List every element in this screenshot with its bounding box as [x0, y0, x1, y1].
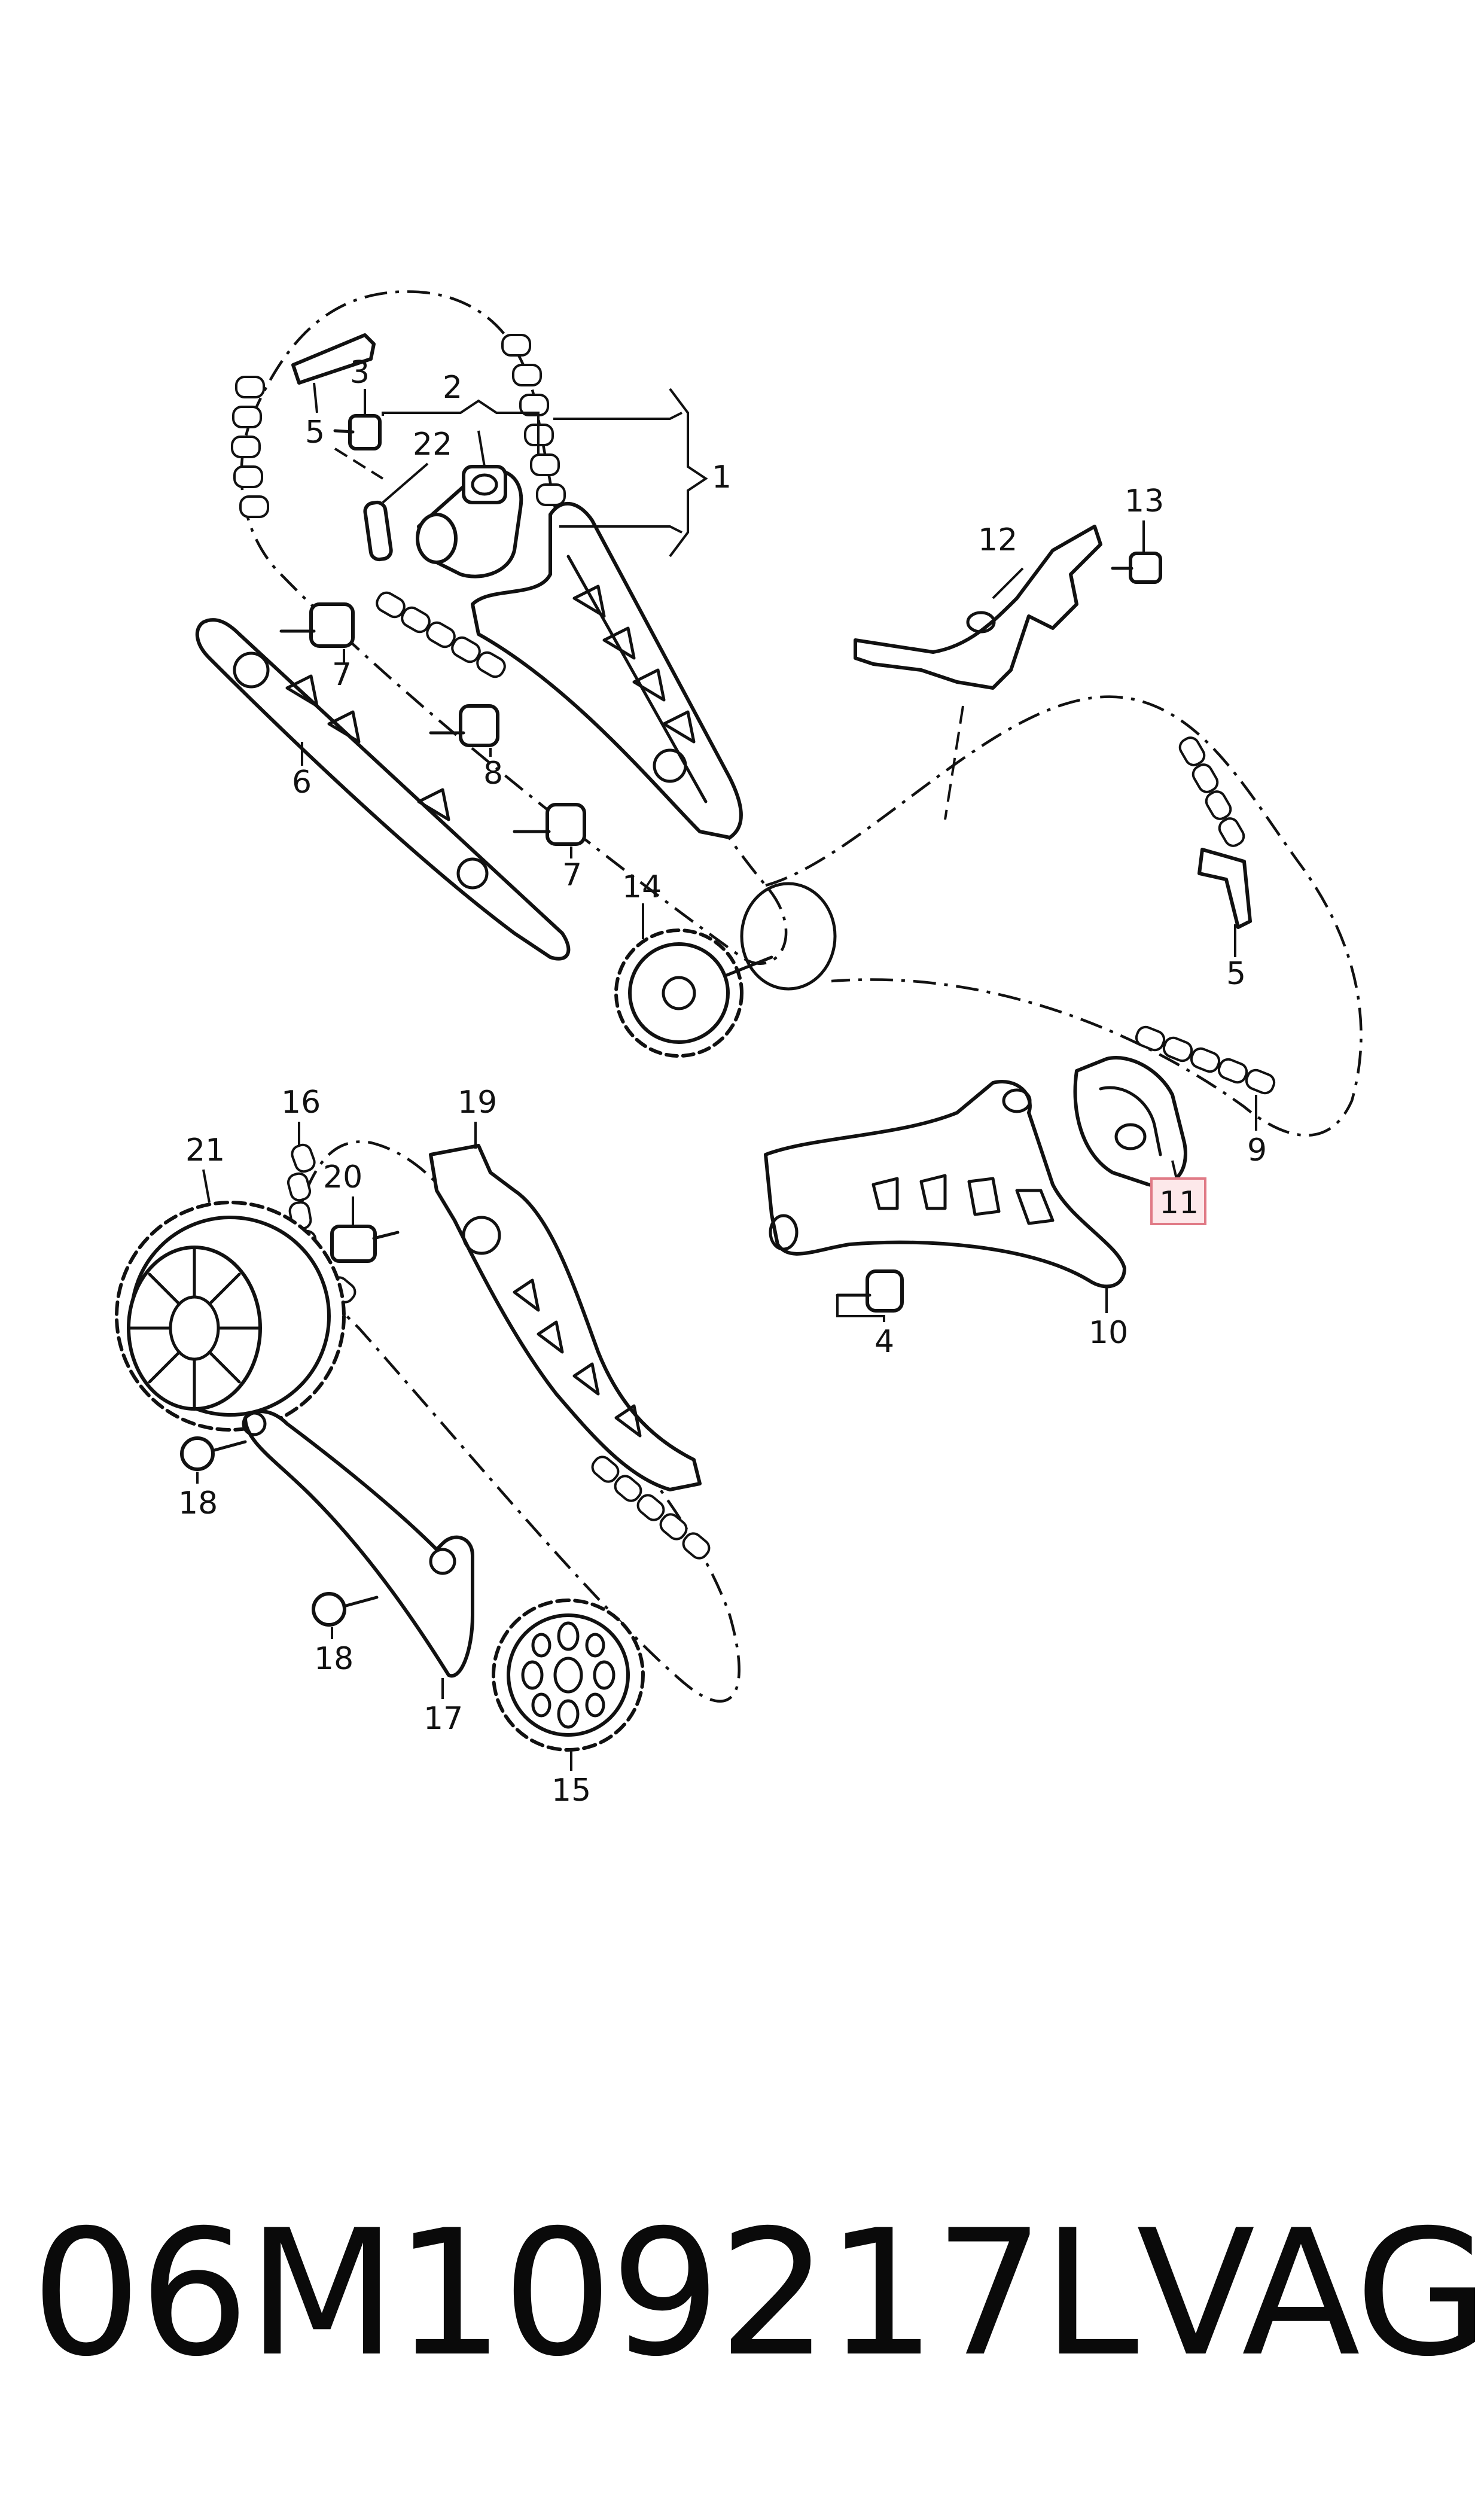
guide-pin-part-8: [429, 704, 499, 747]
callout-7-lower: 7: [562, 857, 582, 893]
tensioner-rail-part-19: [429, 1144, 702, 1491]
callout-6: 6: [292, 765, 312, 800]
bolt-part-20: [330, 1225, 400, 1263]
part-number-label: 06M109217L: [31, 2193, 1139, 2395]
bolt-part-18-upper: [180, 1436, 247, 1471]
callout-5-top: 5: [305, 415, 325, 450]
brand-label: VAG: [1136, 2193, 1484, 2395]
callout-10: 10: [1089, 1315, 1128, 1351]
callout-8: 8: [483, 756, 503, 791]
leader-lines: [196, 382, 1257, 1771]
callout-17: 17: [423, 1701, 463, 1737]
callout-7-upper: 7: [332, 657, 352, 693]
upper-left-chain-segment: [231, 376, 269, 518]
camshaft-hub-outline: [740, 882, 837, 991]
bolt-part-18-lower: [312, 1592, 379, 1627]
guide-rail-part-6: [195, 618, 571, 961]
callout-3: 3: [350, 355, 370, 391]
callout-15: 15: [551, 1773, 591, 1808]
guide-pin-part-7-upper: [279, 602, 355, 648]
right-upper-chain-segment: [1178, 736, 1245, 847]
bracket-part-12: [854, 525, 1102, 690]
chain-tensioner-part-11: [1073, 1056, 1187, 1188]
callout-18-upper: 18: [178, 1485, 218, 1521]
bolt-part-13: [1111, 552, 1162, 584]
callout-16: 16: [281, 1085, 321, 1121]
callout-21: 21: [185, 1132, 225, 1168]
right-lower-chain-segment: [1135, 1025, 1276, 1095]
right-chain-path: [765, 695, 1363, 1137]
tensioner-rail-part-10: [764, 1080, 1126, 1289]
callout-14: 14: [622, 869, 662, 905]
callout-2: 2: [443, 370, 462, 406]
callout-11: 11: [1159, 1185, 1199, 1221]
camshaft-adjuster-part-21: [115, 1201, 346, 1432]
upper-chain-path: [240, 290, 788, 965]
callout-1: 1: [712, 459, 732, 495]
lower-right-chain-segment: [591, 1456, 711, 1560]
callout-9: 9: [1247, 1132, 1267, 1168]
diagonal-chain-segment: [376, 591, 506, 678]
guide-pin-part-4: [836, 1269, 904, 1313]
callout-20: 20: [323, 1159, 362, 1195]
sprocket-part-15: [492, 1599, 645, 1752]
highlight-box-part-11: [1150, 1177, 1206, 1225]
upper-chain-tensioner: [416, 465, 523, 578]
callout-13: 13: [1125, 483, 1164, 519]
bracket-dash-leader: [944, 705, 964, 820]
tensioner-seal: [363, 500, 393, 562]
guide-pin-part-7-lower: [513, 803, 586, 846]
guide-clip-right: [1197, 848, 1252, 929]
callout-18-lower: 18: [314, 1641, 354, 1677]
callout-12: 12: [978, 522, 1017, 558]
callout-19: 19: [458, 1085, 497, 1121]
callout-5-right: 5: [1226, 956, 1246, 992]
sprocket-part-14: [614, 928, 773, 1058]
callout-22: 22: [413, 427, 452, 462]
bolt-part-3: [333, 414, 382, 450]
callout-4: 4: [874, 1324, 894, 1360]
guide-rail-part-17: [242, 1409, 474, 1678]
guide-clip-top: [291, 333, 376, 385]
tensioner-rail-part-1: [471, 502, 743, 839]
lower-chain-path: [291, 1140, 741, 1703]
